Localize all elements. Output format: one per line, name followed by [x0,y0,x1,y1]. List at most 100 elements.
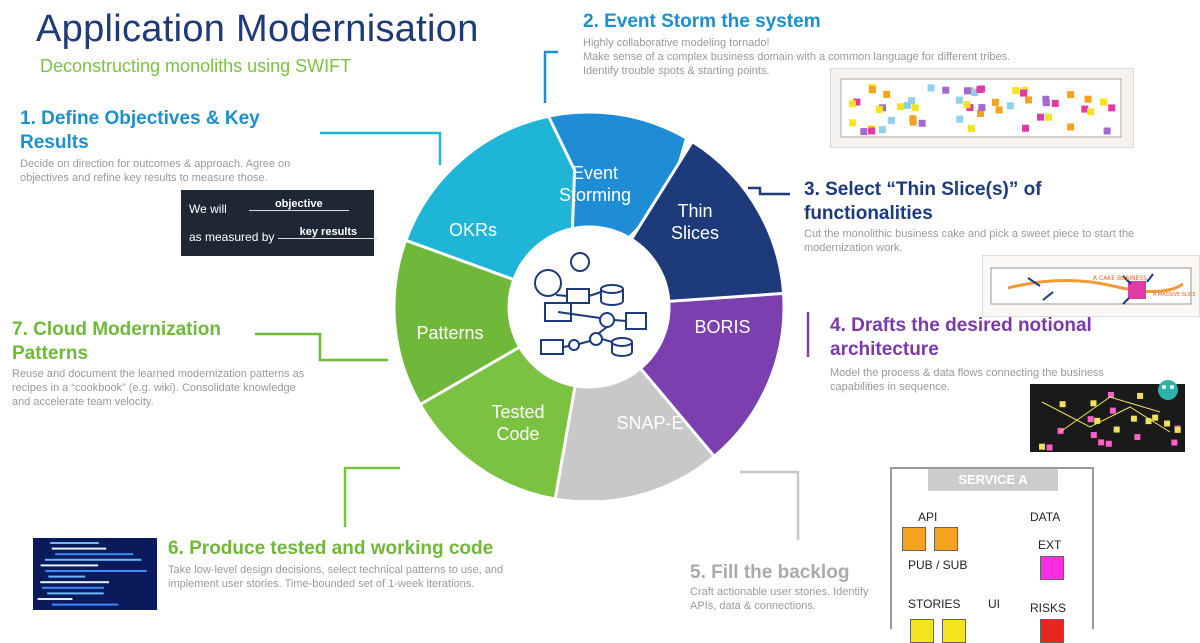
wheel-center [509,227,669,387]
service-ui-label: UI [988,597,1000,611]
sticky-note [1036,113,1044,121]
story-sticky-1 [910,619,934,643]
step2-desc: Highly collaborative modeling tornado! M… [583,36,1053,78]
arch-sticky [1098,439,1105,446]
page-subtitle: Deconstructing monoliths using SWIFT [40,56,352,76]
arch-sticky [1087,416,1094,423]
step6-heading: 6. Produce tested and working code [168,538,494,559]
sticky-note [1087,108,1095,116]
sticky-note [853,98,861,106]
sticky-note [1006,102,1014,110]
arch-sticky [1059,401,1066,408]
code-line [51,603,119,606]
step3-desc: Cut the monolithic business cake and pic… [804,228,1135,254]
service-data-label: DATA [1030,510,1061,524]
code-line [40,581,110,584]
sticky-note [860,128,868,136]
sticky-note [868,127,876,135]
step4-heading: 4. Drafts the desired notional architect… [830,315,1092,360]
sticky-note [1025,96,1033,104]
code-screen-photo [33,538,157,610]
sticky-note [1045,113,1053,121]
arch-sticky [1105,440,1112,447]
page-title: Application Modernisation [36,8,479,50]
sticky-note [1021,124,1029,132]
slice-caption2: A MASSIVE SLICE [1153,292,1196,298]
arch-sticky [1090,432,1097,439]
sticky-note [1084,95,1092,103]
arch-sticky [1108,391,1115,398]
swift-wheel [392,110,786,500]
arch-sticky [1164,420,1171,427]
story-sticky-2 [942,619,966,643]
arch-sticky [1113,426,1120,433]
sticky-note [908,97,916,105]
code-line [55,553,134,556]
sticky-note [927,84,935,92]
sticky-note [1051,99,1059,107]
sticky-note [918,119,926,127]
segment-label-boris: BORIS [694,317,751,337]
segment-label-snap-e: SNAP-E [616,413,684,433]
arch-sticky [1174,426,1181,433]
step2-desc-line3: Identify trouble spots & starting points… [583,65,770,77]
okr-objective: objective [248,198,349,211]
sticky-note [1019,89,1027,97]
okr-measured-by: as measured by [189,230,275,244]
architecture-photo [1030,380,1185,452]
sticky-note [967,124,975,132]
sticky-note [963,101,971,109]
sticky-note [991,98,999,106]
sticky-note [942,86,950,94]
step5-heading: 5. Fill the backlog [690,562,850,583]
api-sticky-2 [934,527,958,551]
step7-desc: Reuse and document the learned moderniza… [12,368,305,408]
arch-sticky [1130,415,1137,422]
sticky-note [1067,91,1075,99]
code-line [40,564,99,567]
sticky-note [1100,98,1108,106]
code-line [42,586,105,589]
sticky-note [911,104,919,112]
sticky-note [1067,123,1075,131]
sticky-note [887,116,895,124]
sticky-note [848,100,856,108]
arch-sticky [1090,400,1097,407]
service-card: SERVICE A API DATA EXT PUB / SUB STORIES… [890,467,1094,643]
mascot-icon [1158,380,1178,400]
event-storming-photo [830,68,1134,148]
service-ext-label: EXT [1038,538,1062,552]
slice-caption1: A CAKE BUSINESS [1093,275,1147,282]
risk-sticky [1040,619,1064,643]
code-line [45,570,147,572]
sticky-note [849,119,857,127]
step4-desc: Model the process & data flows connectin… [830,367,1104,393]
sticky-note [1108,104,1116,112]
sticky-note [971,89,979,97]
code-line [37,598,73,600]
arch-sticky [1152,414,1159,421]
sticky-note [883,90,891,98]
architecture-icon [534,252,647,357]
thin-slice-photo: A CAKE BUSINESS A MASSIVE SLICE [982,255,1200,317]
service-pubsub-label: PUB / SUB [908,558,968,572]
code-line [47,592,104,595]
sticky-note [909,118,917,126]
service-risks-label: RISKS [1030,601,1067,615]
sticky-note [976,109,984,117]
okr-key-results: key results [278,226,379,239]
arch-sticky [1046,444,1053,451]
segment-label-patterns: Patterns [416,323,484,343]
connector-lines [255,50,810,540]
code-line [48,575,86,578]
sticky-note [904,101,912,109]
step2-desc-line2: Make sense of a complex business domain … [583,51,1011,63]
sticky-note [995,106,1003,114]
code-line [44,558,142,561]
step1-desc: Decide on direction for outcomes & appro… [20,158,291,184]
sticky-note [1012,87,1020,95]
step3-heading: 3. Select “Thin Slice(s)” of functionali… [804,179,1042,224]
